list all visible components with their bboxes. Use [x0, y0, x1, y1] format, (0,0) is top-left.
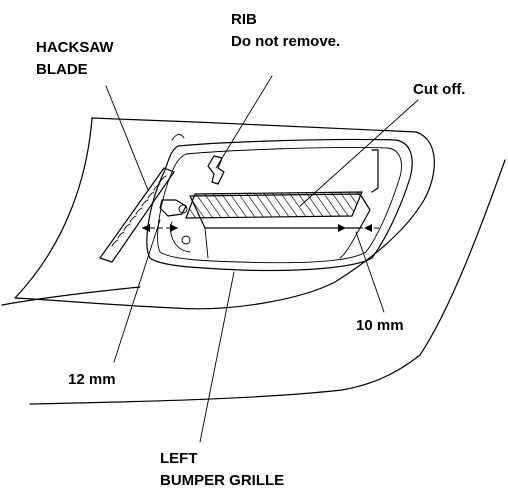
label-rib-line2: Do not remove. [231, 33, 340, 50]
hacksaw-blade [99, 167, 187, 263]
cut-off-area [185, 191, 363, 219]
label-hacksaw-line1: HACKSAW [36, 39, 114, 56]
label-dim-12mm: 12 mm [68, 371, 116, 388]
rib [207, 155, 225, 185]
label-cut-off: Cut off. [413, 81, 465, 98]
label-rib-line1: RIB [231, 11, 257, 28]
leader-lines [105, 75, 419, 443]
label-dim-10mm: 10 mm [356, 317, 404, 334]
label-grille-line1: LEFT [160, 450, 198, 467]
label-hacksaw-line2: BLADE [36, 61, 88, 78]
bumper-outline [1, 117, 506, 405]
dimension-12mm-marker [142, 224, 178, 232]
mounting-hole-lower [181, 235, 191, 245]
label-grille-line2: BUMPER GRILLE [160, 472, 284, 489]
dimension-10mm-marker [318, 224, 380, 232]
